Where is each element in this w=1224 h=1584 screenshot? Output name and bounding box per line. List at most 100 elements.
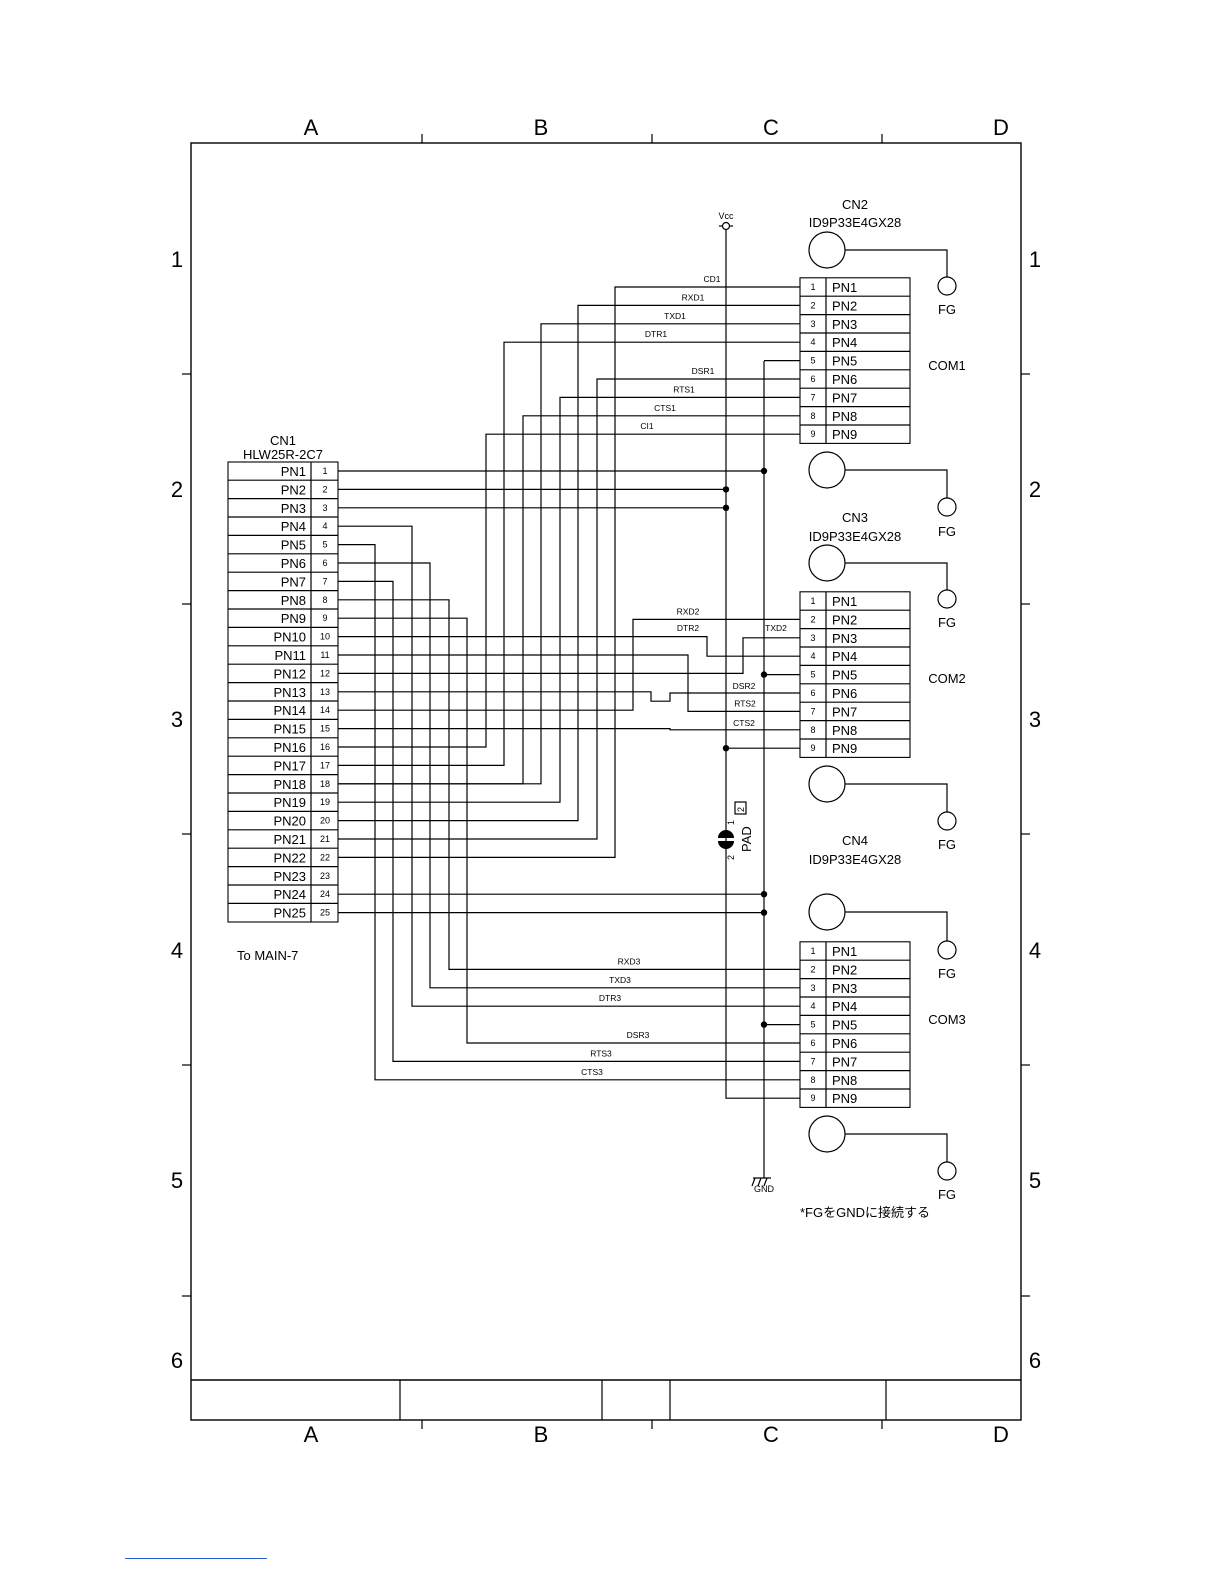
cn1-pin-number: 8	[322, 595, 327, 605]
cn1-pin-label: PN1	[281, 464, 306, 479]
com1-label: COM1	[928, 358, 966, 373]
cn3-part: ID9P33E4GX28	[809, 529, 902, 544]
connector-pin-number: 5	[810, 356, 815, 366]
vcc-terminal	[721, 221, 731, 231]
connector-pin-number: 9	[810, 1093, 815, 1103]
connector-pin-number: 1	[810, 596, 815, 606]
connector-pin-number: 7	[810, 706, 815, 716]
cn1-pin-label: PN3	[281, 501, 306, 516]
junction-dots	[722, 467, 768, 1028]
connector-pin-number: 7	[810, 392, 815, 402]
connector-pin-label: PN4	[832, 999, 857, 1014]
cn1-pin-number: 16	[320, 742, 330, 752]
pad-component: 1 2 PAD 2	[718, 801, 754, 860]
zone-col-top-d: D	[993, 115, 1009, 140]
signal-label: DTR2	[677, 623, 699, 633]
pad-label: PAD	[739, 826, 754, 852]
connector-pin-label: PN3	[832, 631, 857, 646]
fg-gnd-note: *FGをGNDに接続する	[800, 1205, 930, 1220]
cn1-pin-number: 11	[320, 650, 329, 660]
cn1-pin-number: 17	[320, 760, 330, 770]
signal-label: DSR3	[627, 1030, 650, 1040]
connector-pin-number: 3	[810, 983, 815, 993]
fg-label-5: FG	[938, 966, 956, 981]
zone-col-bottom-c: C	[763, 1422, 779, 1447]
connector-pin-number: 3	[810, 319, 815, 329]
cn4-part: ID9P33E4GX28	[809, 852, 902, 867]
cn1-pin-number: 20	[320, 816, 330, 826]
connector-pin-label: PN2	[832, 612, 857, 627]
cn1-pin-label: PN7	[281, 574, 306, 589]
connector-pin-number: 9	[810, 429, 815, 439]
connector-pin-number: 8	[810, 411, 815, 421]
signal-label: TXD2	[765, 623, 787, 633]
connector-pin-label: PN3	[832, 317, 857, 332]
cn1-pin-label: PN25	[273, 906, 306, 921]
cn1-pin-label: PN21	[273, 832, 306, 847]
power-rails: Vcc GND	[718, 211, 774, 1194]
connector-pin-label: PN2	[832, 298, 857, 313]
cn1-pin-number: 21	[320, 834, 330, 844]
connector-pin-label: PN1	[832, 944, 857, 959]
zone-col-bottom-b: B	[534, 1422, 549, 1447]
cn1-pin-label: PN17	[273, 758, 306, 773]
connector-pin-label: PN1	[832, 280, 857, 295]
connector-pin-number: 2	[810, 300, 815, 310]
zone-row-left-3: 3	[171, 707, 183, 732]
connector-pin-label: PN8	[832, 409, 857, 424]
connector-pin-number: 1	[810, 946, 815, 956]
cn1-pin-label: PN10	[273, 630, 306, 645]
cn1-pin-label: PN23	[273, 869, 306, 884]
signal-label: RXD1	[682, 292, 705, 302]
cn1-pin-label: PN16	[273, 740, 306, 755]
cn1-pin-number: 3	[322, 503, 327, 513]
zone-row-left-4: 4	[171, 938, 183, 963]
fg-label-1: FG	[938, 302, 956, 317]
cn1-pin-number: 2	[322, 484, 327, 494]
cn1-pin-number: 23	[320, 871, 330, 881]
connector-pin-number: 6	[810, 688, 815, 698]
zone-col-top-c: C	[763, 115, 779, 140]
vcc-label: Vcc	[718, 211, 734, 221]
signal-label: CI1	[640, 421, 654, 431]
cn1-pin-number: 22	[320, 852, 330, 862]
com2-label: COM2	[928, 671, 966, 686]
signal-label: DTR1	[645, 329, 667, 339]
connector-pin-number: 8	[810, 725, 815, 735]
signal-label: RXD3	[618, 956, 641, 966]
connector-pin-number: 2	[810, 614, 815, 624]
wiring	[338, 286, 800, 1099]
pad-pin2: 2	[726, 855, 736, 860]
fg-label-2: FG	[938, 524, 956, 539]
cn1-pin-label: PN18	[273, 777, 306, 792]
signal-label: CTS1	[654, 403, 676, 413]
connector-pin-number: 9	[810, 743, 815, 753]
com3-label: COM3	[928, 1012, 966, 1027]
signal-label: RTS3	[590, 1048, 612, 1058]
cn3-ref: CN3	[842, 510, 868, 525]
cn1-pin-label: PN22	[273, 850, 306, 865]
zone-row-left-5: 5	[171, 1168, 183, 1193]
connector-pin-number: 1	[810, 282, 815, 292]
cn1-pin-number: 15	[320, 724, 330, 734]
connector-pin-label: PN7	[832, 390, 857, 405]
signal-label: DSR1	[692, 366, 715, 376]
cn1-pin-label: PN6	[281, 556, 306, 571]
connector-pin-number: 5	[810, 670, 815, 680]
frame-ground-shells: FG FG FG FG FG FG	[808, 231, 957, 1202]
connector-pin-label: PN3	[832, 981, 857, 996]
cn1-pin-label: PN2	[281, 482, 306, 497]
connector-pin-label: PN2	[832, 962, 857, 977]
connector-pin-number: 4	[810, 1001, 815, 1011]
cn1-pin-number: 5	[322, 540, 327, 550]
connector-pin-number: 4	[810, 651, 815, 661]
cn1-pin-label: PN5	[281, 538, 306, 553]
cn1-pin-label: PN24	[273, 887, 306, 902]
footer-link-line[interactable]	[125, 1558, 267, 1559]
connector-pin-label: PN4	[832, 649, 857, 664]
cn2-part: ID9P33E4GX28	[809, 215, 902, 230]
connector-pin-label: PN8	[832, 723, 857, 738]
cn4-ref: CN4	[842, 833, 868, 848]
connector-pin-label: PN9	[832, 1091, 857, 1106]
